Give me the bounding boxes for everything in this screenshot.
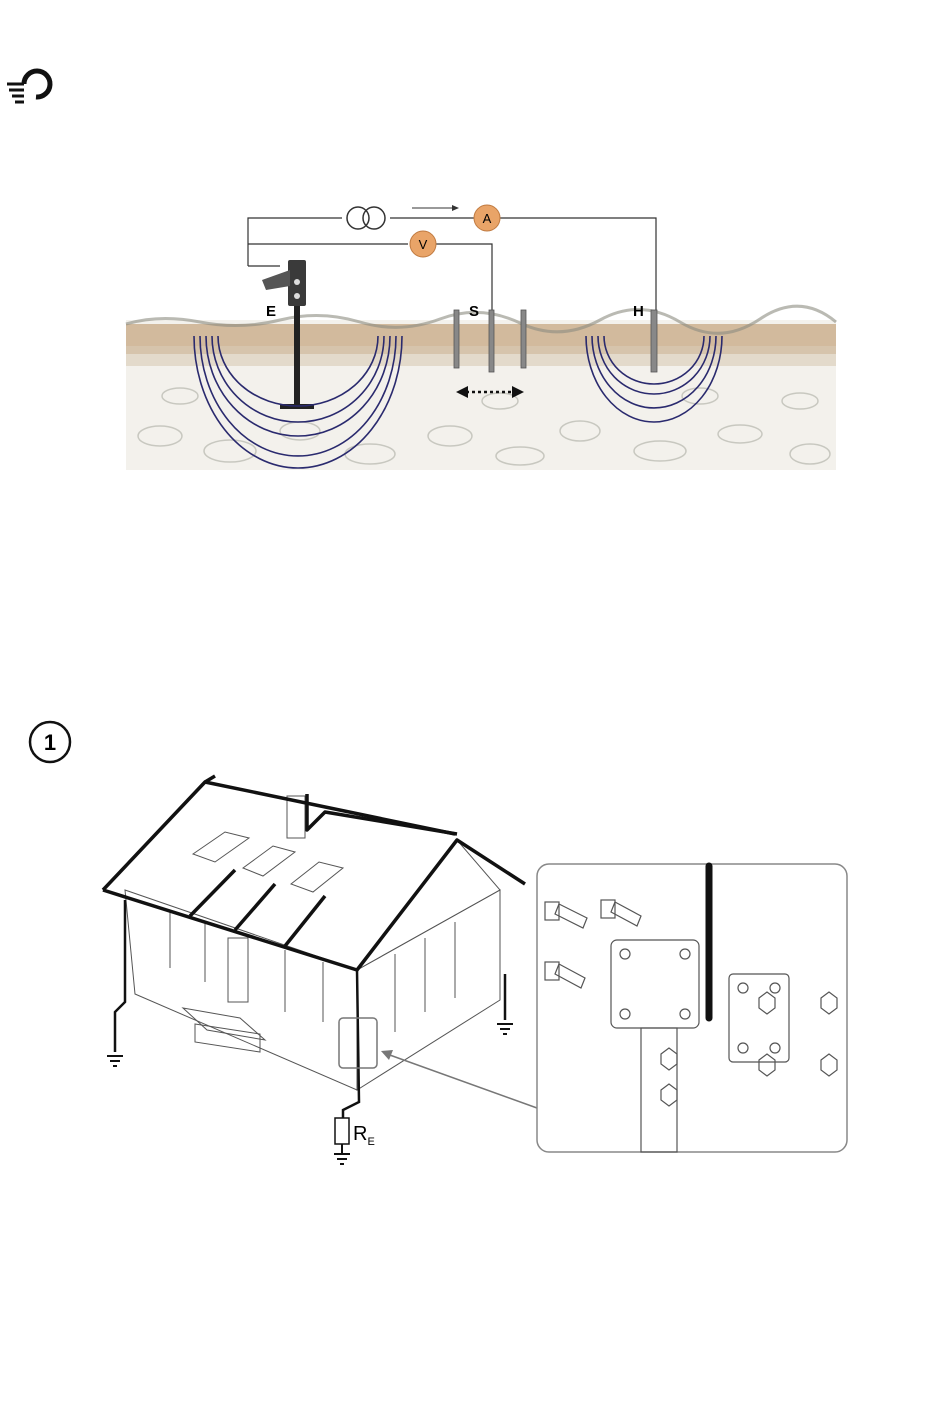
- electrode-e-label: E: [266, 303, 276, 320]
- down-conductors: [115, 900, 505, 1124]
- earth-resistor: [334, 1118, 350, 1164]
- current-direction-arrow: [412, 205, 459, 211]
- ground-symbol-right: [497, 1024, 513, 1034]
- step-number-badge: 1: [26, 718, 74, 766]
- voltmeter: V: [410, 231, 436, 257]
- house-earthing-diagram: RE: [95, 772, 855, 1172]
- roof-panels: [193, 832, 343, 892]
- roof-conductors: [103, 776, 525, 970]
- ground-symbol-left: [107, 1056, 123, 1066]
- soil-ground: [126, 306, 836, 470]
- voltmeter-label: V: [419, 237, 428, 252]
- detail-pointer-arrow: [381, 1050, 537, 1108]
- current-probe-h: [651, 310, 657, 372]
- probe-h-label: H: [633, 303, 644, 320]
- house: [125, 796, 500, 1090]
- step-number: 1: [44, 730, 56, 755]
- probe-s-label: S: [469, 303, 479, 320]
- resistor-label: RE: [353, 1123, 375, 1148]
- ammeter-label: A: [483, 211, 492, 226]
- resistor-subscript: E: [367, 1136, 374, 1148]
- earth-clamp-icon: [4, 62, 54, 106]
- ammeter: A: [474, 205, 500, 231]
- earth-measurement-diagram: A V E S H: [120, 196, 840, 476]
- transformer-symbol: [347, 207, 385, 229]
- detail-inset: [537, 864, 847, 1152]
